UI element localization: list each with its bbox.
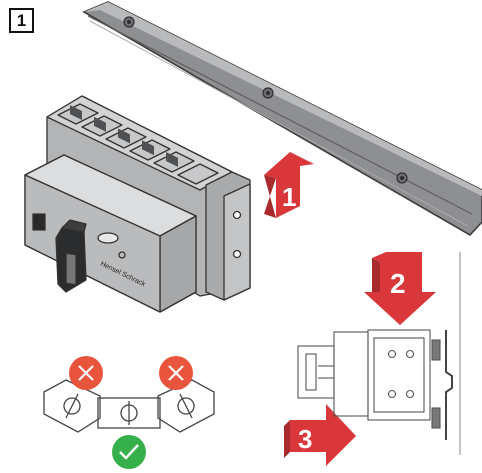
cross-icon-right [159,356,193,390]
arrow-3-right: 3 [284,404,356,466]
side-view-drawing [297,252,461,455]
arrow-1-label: 1 [282,182,296,212]
switch-unit: Hensel Schrack [24,95,251,313]
cross-icon-left [69,356,103,390]
arrow-1-up: 1 [264,152,314,218]
arrow-2-down: 2 [364,252,436,325]
position-symbols [43,379,215,433]
rail-screw-2 [262,87,274,99]
step-number-box: 1 [9,8,34,33]
check-icon-center [112,435,146,469]
din-rail [82,1,482,237]
rail-screw-3 [396,172,408,184]
arrow-2-label: 2 [390,268,406,299]
step-number: 1 [16,10,27,30]
rotary-handle [55,219,87,293]
arrow-3-label: 3 [298,424,312,454]
rail-screw-1 [123,16,135,28]
